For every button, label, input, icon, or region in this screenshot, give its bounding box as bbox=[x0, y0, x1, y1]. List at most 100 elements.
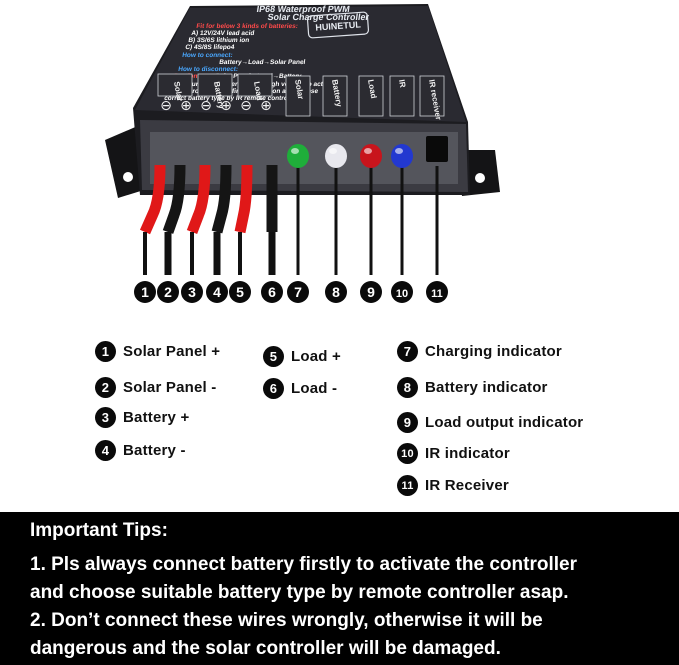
callout-7: 7 bbox=[287, 281, 309, 303]
top-text-line: C) 4S/8S lifepo4 bbox=[185, 44, 235, 51]
legend-label: IR Receiver bbox=[425, 477, 509, 494]
brand-logo: HUINETUL bbox=[306, 11, 370, 39]
indicator-label-1: Solar bbox=[285, 75, 311, 117]
legend-number-badge: 9 bbox=[397, 412, 418, 433]
svg-text:Load: Load bbox=[366, 79, 378, 99]
legend-number-badge: 2 bbox=[95, 377, 116, 398]
legend-item-11: 11 IR Receiver bbox=[397, 475, 509, 496]
legend-label: Load - bbox=[291, 380, 338, 397]
callout-10: 10 bbox=[391, 281, 413, 303]
top-text-line: How to connect: bbox=[182, 52, 233, 59]
ir-led bbox=[391, 144, 413, 168]
legend-number-badge: 8 bbox=[397, 377, 418, 398]
legend-number-badge: 10 bbox=[397, 443, 418, 464]
battery-led bbox=[325, 144, 347, 168]
legend-item-6: 6 Load - bbox=[263, 378, 337, 399]
tip-1-line-1: 1. Pls always connect battery firstly to… bbox=[30, 554, 577, 575]
wires bbox=[139, 164, 439, 275]
legend-label: Charging indicator bbox=[425, 343, 562, 360]
polarity-symbol: ⊖ bbox=[240, 98, 252, 114]
svg-text:11: 11 bbox=[431, 288, 443, 300]
top-text-line: Fit for below 3 kinds of batteries: bbox=[196, 23, 299, 30]
wire-5 bbox=[234, 164, 253, 275]
right-mount-hole bbox=[475, 173, 485, 183]
svg-text:9: 9 bbox=[367, 284, 375, 300]
legend-number-badge: 7 bbox=[397, 341, 418, 362]
tips-title: Important Tips: bbox=[30, 520, 168, 541]
svg-text:IR: IR bbox=[397, 79, 407, 89]
top-text-line: B) 3S/6S lithium ion bbox=[188, 37, 250, 44]
top-text-line: Solar Charge Controller bbox=[267, 12, 370, 22]
indicator-label-4: IR bbox=[389, 75, 415, 117]
tip-2-line-2: dangerous and the solar controller will … bbox=[30, 638, 501, 659]
port-label-solar: Solar bbox=[157, 73, 193, 102]
legend-label: IR indicator bbox=[425, 445, 510, 462]
polarity-symbol: ⊕ bbox=[260, 98, 272, 114]
top-text-line: How to disconnect: bbox=[178, 66, 239, 73]
top-text-line: A) 12V/24V lead acid bbox=[191, 30, 255, 37]
legend-number-badge: 5 bbox=[263, 346, 284, 367]
charging-led bbox=[287, 144, 309, 168]
callout-5: 5 bbox=[229, 281, 251, 303]
wire-2 bbox=[162, 164, 186, 275]
legend-label: Battery indicator bbox=[425, 379, 548, 396]
callout-3: 3 bbox=[181, 281, 203, 303]
legend-label: Battery - bbox=[123, 442, 186, 459]
legend-label: Battery + bbox=[123, 409, 190, 426]
callout-1: 1 bbox=[134, 281, 156, 303]
top-text-line: correct battery type by IR remote contro… bbox=[164, 95, 299, 102]
legend-item-1: 1 Solar Panel + bbox=[95, 341, 220, 362]
legend-item-9: 9 Load output indicator bbox=[397, 412, 583, 433]
svg-text:5: 5 bbox=[236, 284, 244, 300]
ir-receiver bbox=[426, 136, 448, 162]
legend-label: Solar Panel - bbox=[123, 379, 217, 396]
legend-item-7: 7 Charging indicator bbox=[397, 341, 562, 362]
wire-1 bbox=[139, 164, 166, 275]
legend-number-badge: 3 bbox=[95, 407, 116, 428]
svg-text:10: 10 bbox=[396, 288, 408, 300]
polarity-symbol: ⊕ bbox=[180, 98, 192, 114]
important-tips-box: Important Tips: 1. Pls always connect ba… bbox=[0, 512, 679, 665]
tip-2-line-1: 2. Don’t connect these wires wrongly, ot… bbox=[30, 610, 543, 631]
svg-text:Solar: Solar bbox=[172, 81, 184, 102]
svg-text:6: 6 bbox=[268, 284, 276, 300]
left-mount-hole bbox=[123, 172, 133, 182]
svg-text:Solar: Solar bbox=[293, 79, 305, 100]
wire-3 bbox=[186, 164, 211, 275]
top-text-line: Battery→Load→Solar Panel bbox=[219, 59, 306, 66]
port-label-load: Load bbox=[237, 73, 273, 101]
svg-text:HUINETUL: HUINETUL bbox=[315, 19, 362, 32]
top-text-line: IP68 Waterproof PWM bbox=[256, 4, 350, 14]
legend-label: Load output indicator bbox=[425, 414, 584, 431]
legend-item-2: 2 Solar Panel - bbox=[95, 377, 216, 398]
indicator-label-5: IR receiver bbox=[419, 75, 445, 121]
indicator-label-2: Battery bbox=[322, 75, 348, 117]
svg-text:3: 3 bbox=[188, 284, 196, 300]
callout-4: 4 bbox=[206, 281, 228, 303]
callout-6: 6 bbox=[261, 281, 283, 303]
svg-text:2: 2 bbox=[164, 284, 172, 300]
callout-8: 8 bbox=[325, 281, 347, 303]
svg-text:7: 7 bbox=[294, 284, 302, 300]
legend-number-badge: 1 bbox=[95, 341, 116, 362]
load-led bbox=[360, 144, 382, 168]
legend-number-badge: 11 bbox=[397, 475, 418, 496]
legend-label: Solar Panel + bbox=[123, 343, 221, 360]
legend-item-8: 8 Battery indicator bbox=[397, 377, 548, 398]
svg-text:8: 8 bbox=[332, 284, 340, 300]
callout-9: 9 bbox=[360, 281, 382, 303]
legend-item-3: 3 Battery + bbox=[95, 407, 189, 428]
indicator-label-3: Load bbox=[358, 75, 384, 117]
polarity-symbol: ⊖ bbox=[160, 98, 172, 114]
callout-2: 2 bbox=[157, 281, 179, 303]
callout-11: 11 bbox=[426, 281, 448, 303]
legend-item-10: 10 IR indicator bbox=[397, 443, 510, 464]
polarity-symbol: ⊖ bbox=[200, 98, 212, 114]
legend-number-badge: 6 bbox=[263, 378, 284, 399]
indicator-leds bbox=[287, 136, 448, 168]
tip-1-line-2: and choose suitable battery type by remo… bbox=[30, 582, 569, 603]
